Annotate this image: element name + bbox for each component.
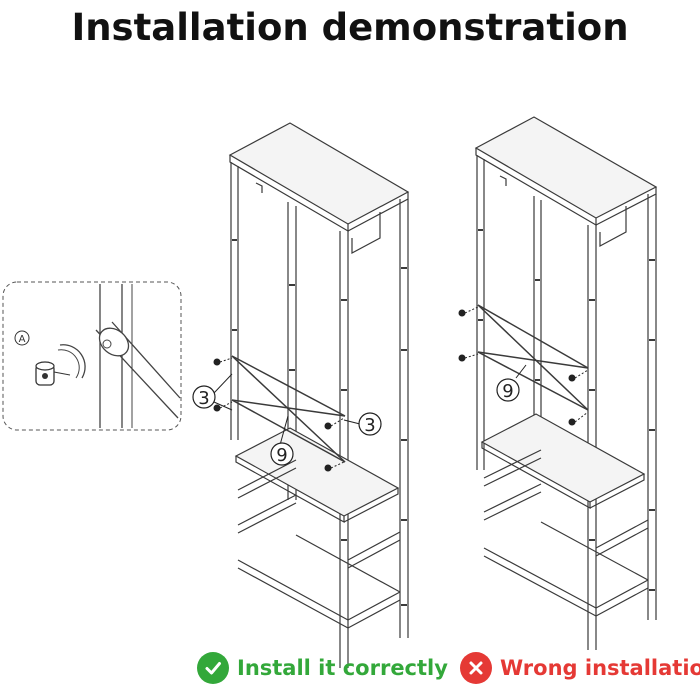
- cam-lock-bolt-icon: [35, 344, 86, 386]
- left-shelf-unit: [228, 122, 410, 668]
- left-screws: [213, 357, 361, 472]
- legend-correct: Install it correctly: [197, 648, 448, 688]
- detail-callout-frame: [2, 281, 182, 431]
- left-label-9: 9: [270, 442, 294, 466]
- check-circle-icon: [197, 652, 229, 684]
- right-shelf-unit: [474, 116, 658, 650]
- part-label-badge: [14, 330, 30, 346]
- cross-circle-icon: [460, 652, 492, 684]
- legend-correct-label: Install it correctly: [237, 656, 448, 680]
- page-title: Installation demonstration: [71, 6, 629, 49]
- svg-text:3: 3: [364, 415, 375, 436]
- detail-callout: A: [2, 281, 182, 431]
- legend-wrong-label: Wrong installation: [500, 656, 700, 680]
- right-screws: [458, 306, 589, 426]
- svg-text:9: 9: [502, 381, 513, 402]
- left-label-3b: 3: [358, 412, 382, 436]
- svg-text:3: 3: [198, 388, 209, 409]
- left-label-3a: 3: [192, 385, 216, 409]
- legend-wrong: Wrong installation: [460, 648, 700, 688]
- right-label-9: 9: [496, 378, 520, 402]
- svg-text:9: 9: [276, 445, 287, 466]
- part-label-a: A: [19, 334, 26, 345]
